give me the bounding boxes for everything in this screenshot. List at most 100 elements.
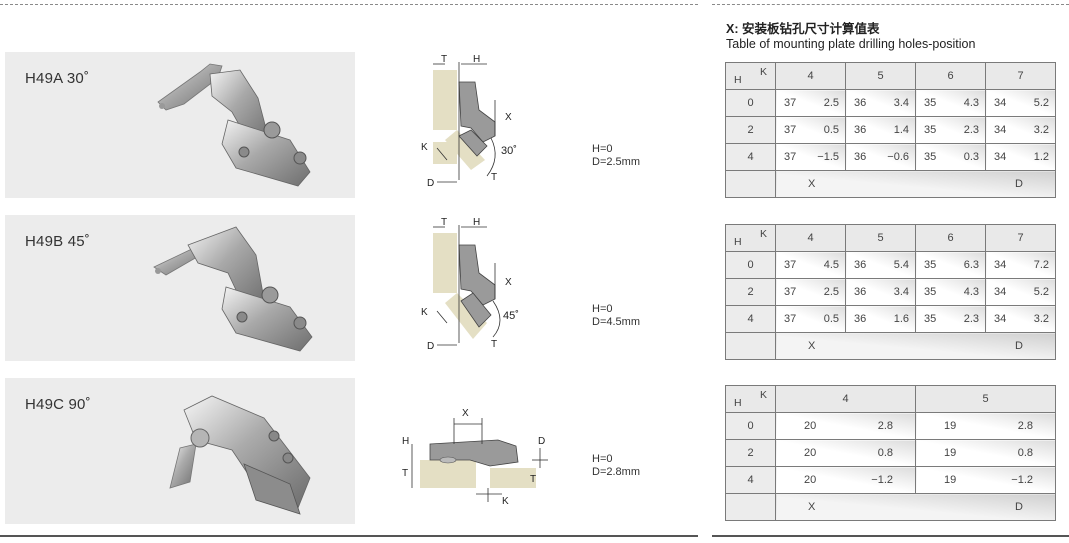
k-header: 6 (915, 224, 986, 252)
h-label: 0 (725, 412, 776, 440)
product-name: H49A 30˚ (25, 70, 90, 87)
hinge-photo (169, 395, 311, 515)
diagram-h49b: T H X K D T 45˚ (421, 217, 519, 352)
bottom-rule-right (712, 535, 1069, 537)
hd-line-d: D=4.5mm (592, 316, 640, 328)
dim-label-h: H (473, 54, 480, 65)
dim-label-k: K (421, 142, 428, 153)
hd-line-h: H=0 (592, 453, 613, 465)
top-dashed-divider-right (712, 4, 1069, 5)
hd-spec: H=0 D=2.5mm (592, 143, 640, 169)
hd-line-d: D=2.5mm (592, 156, 640, 168)
product-name: H49B 45˚ (25, 233, 90, 250)
table-title: X: 安装板钻孔尺寸计算值表 Table of mounting plate d… (726, 22, 975, 52)
table-title-zh: X: 安装板钻孔尺寸计算值表 (726, 22, 880, 36)
footer-blank (725, 170, 776, 198)
angle-label: 30˚ (501, 145, 517, 157)
table-cell: 19−1.2 (915, 466, 1056, 494)
k-header: 4 (775, 224, 846, 252)
hd-spec: H=0 D=4.5mm (592, 303, 640, 329)
k-header: 4 (775, 62, 846, 90)
k-header: 5 (845, 62, 916, 90)
k-header: 6 (915, 62, 986, 90)
angle-label: 45˚ (503, 310, 519, 322)
k-header: 5 (845, 224, 916, 252)
h-label: 4 (725, 143, 776, 171)
top-dashed-divider-left (0, 4, 698, 5)
hd-line-d: D=2.8mm (592, 466, 640, 478)
diagram-h49c: X H T K D T (402, 408, 548, 507)
h-label: 2 (725, 278, 776, 306)
footer-blank (725, 332, 776, 360)
dim-label-x: X (505, 112, 512, 123)
dim-label-x: X (462, 408, 469, 419)
dim-label-t2: T (491, 172, 497, 183)
table-row: 4 20−1.2 19−1.2 (725, 466, 1056, 494)
h-label: 2 (725, 439, 776, 467)
k-header: 7 (985, 62, 1056, 90)
h-label: 2 (725, 116, 776, 144)
h-label: 0 (725, 89, 776, 117)
dim-label-d: D (427, 178, 434, 189)
product-name: H49C 90˚ (25, 396, 91, 413)
hd-line-h: H=0 (592, 143, 613, 155)
k-header: 4 (775, 385, 916, 413)
dim-label-d: D (427, 341, 434, 352)
hinge-photo (153, 226, 313, 352)
h-label: 4 (725, 466, 776, 494)
k-header: 5 (915, 385, 1056, 413)
hd-spec: H=0 D=2.8mm (592, 453, 640, 479)
dim-label-t: T (441, 54, 447, 65)
hinge-photo (157, 63, 311, 187)
dim-label-t: T (441, 217, 447, 228)
dim-label-d: D (538, 436, 545, 447)
dim-label-h: H (473, 217, 480, 228)
hd-line-h: H=0 (592, 303, 613, 315)
h-label: 0 (725, 251, 776, 279)
product-row-h49b: H49B 45˚ (5, 215, 355, 361)
dim-label-t: T (402, 468, 408, 479)
dim-label-k: K (421, 307, 428, 318)
footer-blank (725, 493, 776, 521)
dim-label-t2: T (491, 339, 497, 350)
